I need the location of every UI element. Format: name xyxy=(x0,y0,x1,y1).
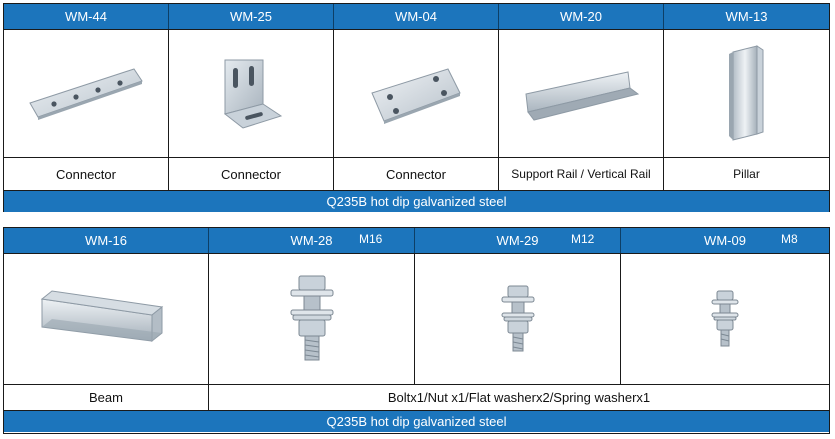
label-wm-25: Connector xyxy=(169,158,334,190)
image-cell-wm-04 xyxy=(334,30,499,157)
bolt-set-small-icon xyxy=(711,290,739,347)
angle-rail-icon xyxy=(525,70,640,121)
table-2-image-row xyxy=(4,254,829,385)
table-1-header-row: WM-44 WM-25 WM-04 WM-20 WM-13 xyxy=(4,4,829,30)
size-m16: M16 xyxy=(359,232,383,246)
image-cell-wm-28 xyxy=(209,254,415,384)
product-table-1: WM-44 WM-25 WM-04 WM-20 WM-13 xyxy=(3,3,830,212)
label-bolt-set: Boltx1/Nut x1/Flat washerx2/Spring washe… xyxy=(387,390,651,405)
table-2-footer: Q235B hot dip galvanized steel xyxy=(4,410,829,432)
size-m8: M8 xyxy=(781,232,798,246)
perforated-flat-plate-icon xyxy=(29,67,143,120)
header-wm-13: WM-13 xyxy=(725,9,768,24)
header-wm-25: WM-25 xyxy=(169,4,334,29)
four-hole-plate-icon xyxy=(371,67,461,124)
table-1-label-row: Connector Connector Connector Support Ra… xyxy=(4,158,829,190)
label-wm-13: Pillar xyxy=(733,167,760,181)
image-cell-wm-20 xyxy=(499,30,664,157)
header-wm-28: WM-28 M16 xyxy=(209,228,415,253)
label-wm-20: Support Rail / Vertical Rail xyxy=(499,158,664,190)
image-cell-wm-13 xyxy=(664,30,829,157)
header-wm-29: WM-29 M12 xyxy=(415,228,621,253)
label-wm-16: Beam xyxy=(4,385,209,410)
product-table-2: WM-16 WM-28 M16 WM-29 M12 WM-09 M8 xyxy=(3,227,830,434)
header-wm-04: WM-04 xyxy=(334,4,499,29)
image-cell-wm-25 xyxy=(169,30,334,157)
image-cell-wm-16 xyxy=(4,254,209,384)
header-wm-44: WM-44 xyxy=(4,4,169,29)
table-1-footer: Q235B hot dip galvanized steel xyxy=(4,190,829,212)
image-cell-wm-29 xyxy=(415,254,621,384)
image-cell-wm-44 xyxy=(4,30,169,157)
bolt-set-large-icon xyxy=(290,275,333,361)
table-2-header-row: WM-16 WM-28 M16 WM-29 M12 WM-09 M8 xyxy=(4,228,829,254)
bolt-set-medium-icon xyxy=(501,285,534,352)
table-1-image-row xyxy=(4,30,829,158)
channel-pillar-icon xyxy=(728,44,763,141)
size-m12: M12 xyxy=(571,232,595,246)
header-wm-20: WM-20 xyxy=(499,4,664,29)
header-wm-16: WM-16 xyxy=(4,228,209,253)
header-wm-09: WM-09 M8 xyxy=(704,232,798,248)
image-cell-wm-09 xyxy=(621,254,829,384)
table-2-label-row: Beam Boltx1/Nut x1/Flat washerx2/Spring … xyxy=(4,385,829,410)
c-channel-beam-icon xyxy=(40,290,164,343)
label-wm-04: Connector xyxy=(334,158,499,190)
label-wm-44: Connector xyxy=(4,158,169,190)
l-bracket-connector-icon xyxy=(223,59,283,129)
